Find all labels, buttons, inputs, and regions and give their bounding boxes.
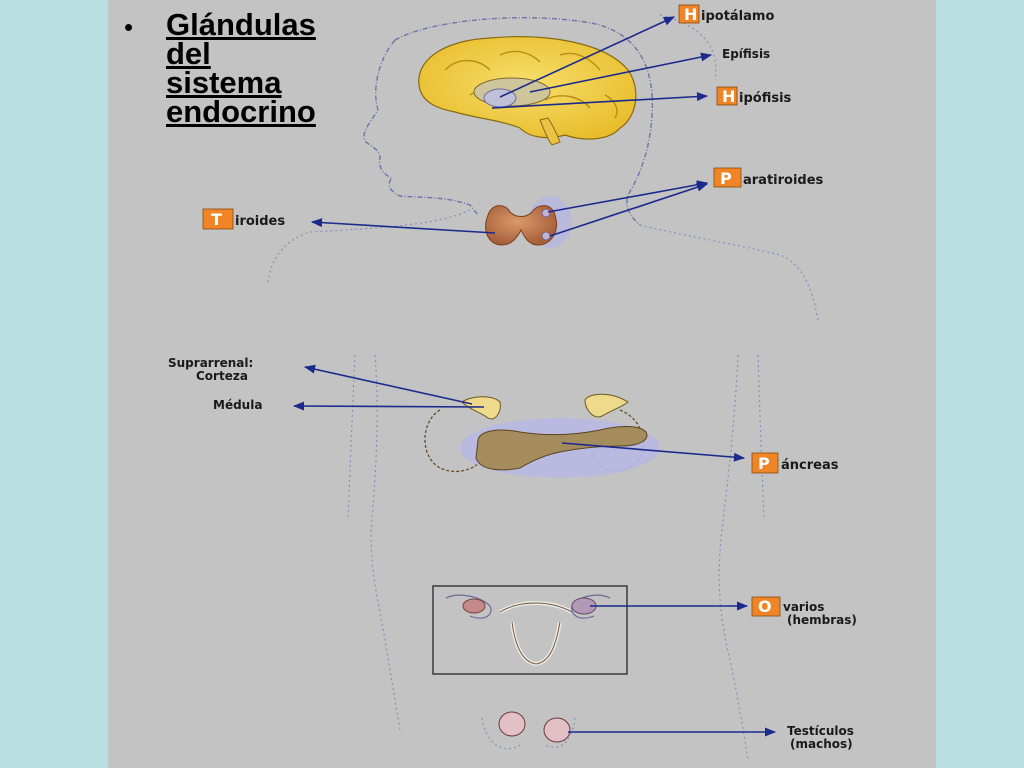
- label-hembras: (hembras): [787, 613, 857, 627]
- label-text: ipotálamo: [701, 9, 774, 24]
- initial-box-o: [751, 596, 781, 617]
- initial-box-h: [678, 4, 700, 24]
- label-hipotalamo: H ipotálamo: [678, 4, 774, 24]
- arrow-epifisis: [529, 52, 713, 93]
- title-line-3: sistema: [166, 65, 282, 100]
- initial-letter: H: [684, 5, 697, 24]
- ovaries-inset: [432, 585, 628, 675]
- label-tiroides: T iroides: [202, 208, 285, 230]
- initial-letter: P: [758, 454, 770, 473]
- label-text: áncreas: [781, 458, 839, 473]
- pancreas: [460, 418, 660, 478]
- arrow-tiroides: [310, 218, 496, 234]
- adrenal-glands: [461, 393, 629, 420]
- label-text: iroides: [235, 214, 285, 229]
- label-testiculos-text: Testículos: [787, 724, 854, 738]
- arrow-hipofisis: [491, 92, 709, 109]
- label-pancreas: P áncreas: [751, 452, 839, 474]
- label-machos: (machos): [790, 737, 853, 751]
- title-line-2: del: [166, 36, 211, 71]
- label-medula: Médula: [213, 398, 262, 412]
- torso-outline: [347, 354, 765, 761]
- pointer-arrows: [292, 16, 777, 737]
- arrow-pancreas: [561, 442, 746, 462]
- label-paratiroides: P aratiroides: [713, 167, 824, 188]
- label-suprarrenal: Suprarrenal:: [168, 356, 253, 370]
- initial-box-p: [751, 452, 779, 474]
- label-text: varios: [783, 600, 824, 614]
- head-outline: [267, 14, 819, 321]
- initial-letter: T: [211, 210, 222, 229]
- arrow-paratiroides-2: [549, 182, 709, 237]
- initial-box-t: [202, 208, 234, 230]
- thyroid-gland: [485, 196, 572, 248]
- label-hipofisis: H ipófisis: [716, 86, 792, 106]
- brain: [418, 36, 637, 146]
- initial-letter: O: [758, 597, 772, 616]
- arrow-hipotalamo: [499, 16, 676, 98]
- arrow-corteza: [303, 364, 473, 405]
- arrow-medula: [292, 401, 485, 411]
- label-testiculos: Testículos (machos): [787, 724, 854, 751]
- title-text: Glándulas del sistema endocrino: [166, 7, 316, 129]
- label-ovarios: O varios (hembras): [751, 596, 857, 627]
- label-suprarrenal-corteza: Suprarrenal: Corteza: [168, 356, 253, 383]
- title-bullet: •: [124, 12, 134, 42]
- label-corteza: Corteza: [196, 369, 248, 383]
- label-epifisis: Epífisis: [722, 47, 770, 61]
- testes: [481, 711, 576, 750]
- title-line-4: endocrino: [166, 94, 316, 129]
- arrow-paratiroides-1: [547, 180, 709, 213]
- initial-letter: P: [720, 169, 732, 188]
- initial-letter: H: [722, 87, 735, 106]
- label-text: ipófisis: [739, 91, 792, 106]
- initial-box-h: [716, 86, 738, 106]
- title-line-1: Glándulas: [166, 7, 316, 42]
- label-text: aratiroides: [743, 173, 824, 188]
- initial-box-p: [713, 167, 742, 188]
